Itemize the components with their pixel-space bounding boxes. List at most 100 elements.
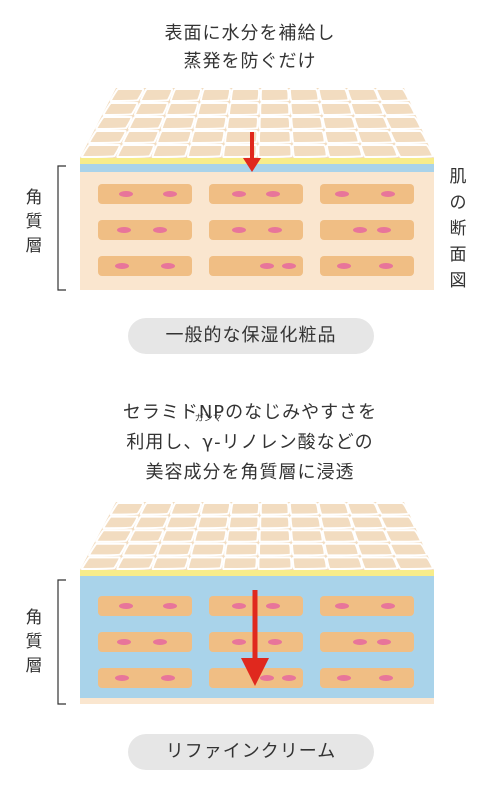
cell-nucleus [232, 603, 246, 609]
cross-section-char: 肌 [449, 167, 467, 187]
surface-cell [190, 542, 226, 557]
cell-nucleus [337, 263, 351, 269]
surface-cell [290, 116, 324, 131]
surface-cell [375, 88, 411, 103]
cell-nucleus [161, 675, 175, 681]
surface-cell [199, 88, 232, 103]
top-caption-line-2: 蒸発を防ぐだけ [183, 51, 317, 72]
cell-nucleus [260, 263, 274, 269]
cell-nucleus [381, 603, 395, 609]
surface-cell [226, 529, 259, 543]
surface-cell [169, 502, 203, 516]
cell-nucleus [153, 639, 167, 645]
cell-nucleus [117, 227, 131, 233]
surface-cell [321, 116, 357, 131]
cell-nucleus [335, 603, 349, 609]
cell-nucleus [161, 263, 175, 269]
bottom-layer-bracket [57, 579, 66, 705]
surface-cell [389, 130, 429, 145]
surface-cell [80, 144, 121, 159]
stratum-cell [320, 668, 414, 688]
layer-label-char: 角 [25, 608, 43, 628]
surface-cell [289, 515, 322, 530]
bottom-base-layer [80, 698, 434, 704]
surface-cell [317, 88, 350, 103]
surface-cell [384, 116, 423, 131]
surface-cell [289, 102, 322, 117]
top-stratum-cells [98, 184, 414, 276]
cell-nucleus [119, 191, 133, 197]
cross-section-char: 図 [449, 271, 467, 291]
surface-cell [156, 130, 193, 145]
surface-cell [325, 144, 364, 159]
cell-nucleus [115, 675, 129, 681]
cell-nucleus [381, 191, 395, 197]
bottom-skin-diagram [57, 502, 435, 705]
surface-cell [165, 102, 199, 117]
surface-cell [151, 144, 190, 159]
cell-nucleus [232, 191, 246, 197]
surface-cell [257, 556, 293, 571]
layer-label-char: 質 [25, 632, 43, 652]
cell-nucleus [377, 227, 391, 233]
surface-cell [323, 130, 360, 145]
surface-cell [193, 116, 228, 131]
top-caption: 表面に水分を補給し 蒸発を防ぐだけ [0, 20, 500, 76]
surface-cell [290, 529, 324, 543]
top-caption-line-1: 表面に水分を補給し [164, 23, 336, 44]
bottom-layer-label: 角 質 層 [22, 606, 46, 678]
surface-cell [359, 144, 399, 159]
surface-cell [160, 116, 196, 131]
stratum-cell [209, 184, 303, 204]
surface-cell [160, 529, 196, 543]
surface-cell [88, 542, 127, 557]
cell-nucleus [163, 603, 177, 609]
surface-cell [323, 542, 360, 557]
top-blue-layer [80, 164, 434, 172]
surface-cell [102, 515, 139, 530]
cell-nucleus [268, 227, 282, 233]
surface-cell [139, 88, 174, 103]
cross-section-char: 面 [449, 245, 467, 265]
layer-label-char: 層 [25, 656, 43, 676]
surface-cell [352, 529, 390, 543]
gamma-ruby-text: ガンマ [194, 414, 222, 424]
surface-cell [352, 116, 390, 131]
bottom-caption-line-1: セラミドNPのなじみやすさを [122, 402, 378, 423]
bottom-stratum-cells [98, 596, 414, 688]
surface-cell [290, 542, 326, 557]
surface-cell [133, 102, 169, 117]
surface-cell [196, 102, 230, 117]
surface-cell [186, 144, 224, 159]
surface-cell [95, 529, 133, 543]
surface-cell [228, 515, 260, 530]
cell-nucleus [377, 639, 391, 645]
surface-cell [224, 542, 259, 557]
cell-nucleus [232, 227, 246, 233]
bottom-caption-line-3: 美容成分を角質層に浸透 [145, 462, 355, 483]
surface-cell [319, 102, 354, 117]
surface-cell [228, 102, 260, 117]
stratum-cell [98, 256, 192, 276]
cell-nucleus [379, 675, 393, 681]
cell-nucleus [117, 639, 131, 645]
surface-cell [116, 144, 155, 159]
surface-cell [196, 515, 230, 530]
surface-cell [349, 102, 385, 117]
surface-cell [325, 556, 364, 571]
stratum-cell [98, 668, 192, 688]
surface-cell [375, 502, 411, 516]
surface-cell [109, 502, 145, 516]
surface-cell [346, 502, 381, 516]
stratum-cell [320, 184, 414, 204]
layer-label-char: 質 [25, 212, 43, 232]
surface-cell [133, 515, 169, 530]
cell-nucleus [268, 639, 282, 645]
surface-cell [109, 88, 145, 103]
surface-cell [349, 515, 385, 530]
surface-cell [169, 88, 203, 103]
surface-cell [288, 502, 320, 516]
surface-cell [259, 102, 291, 117]
